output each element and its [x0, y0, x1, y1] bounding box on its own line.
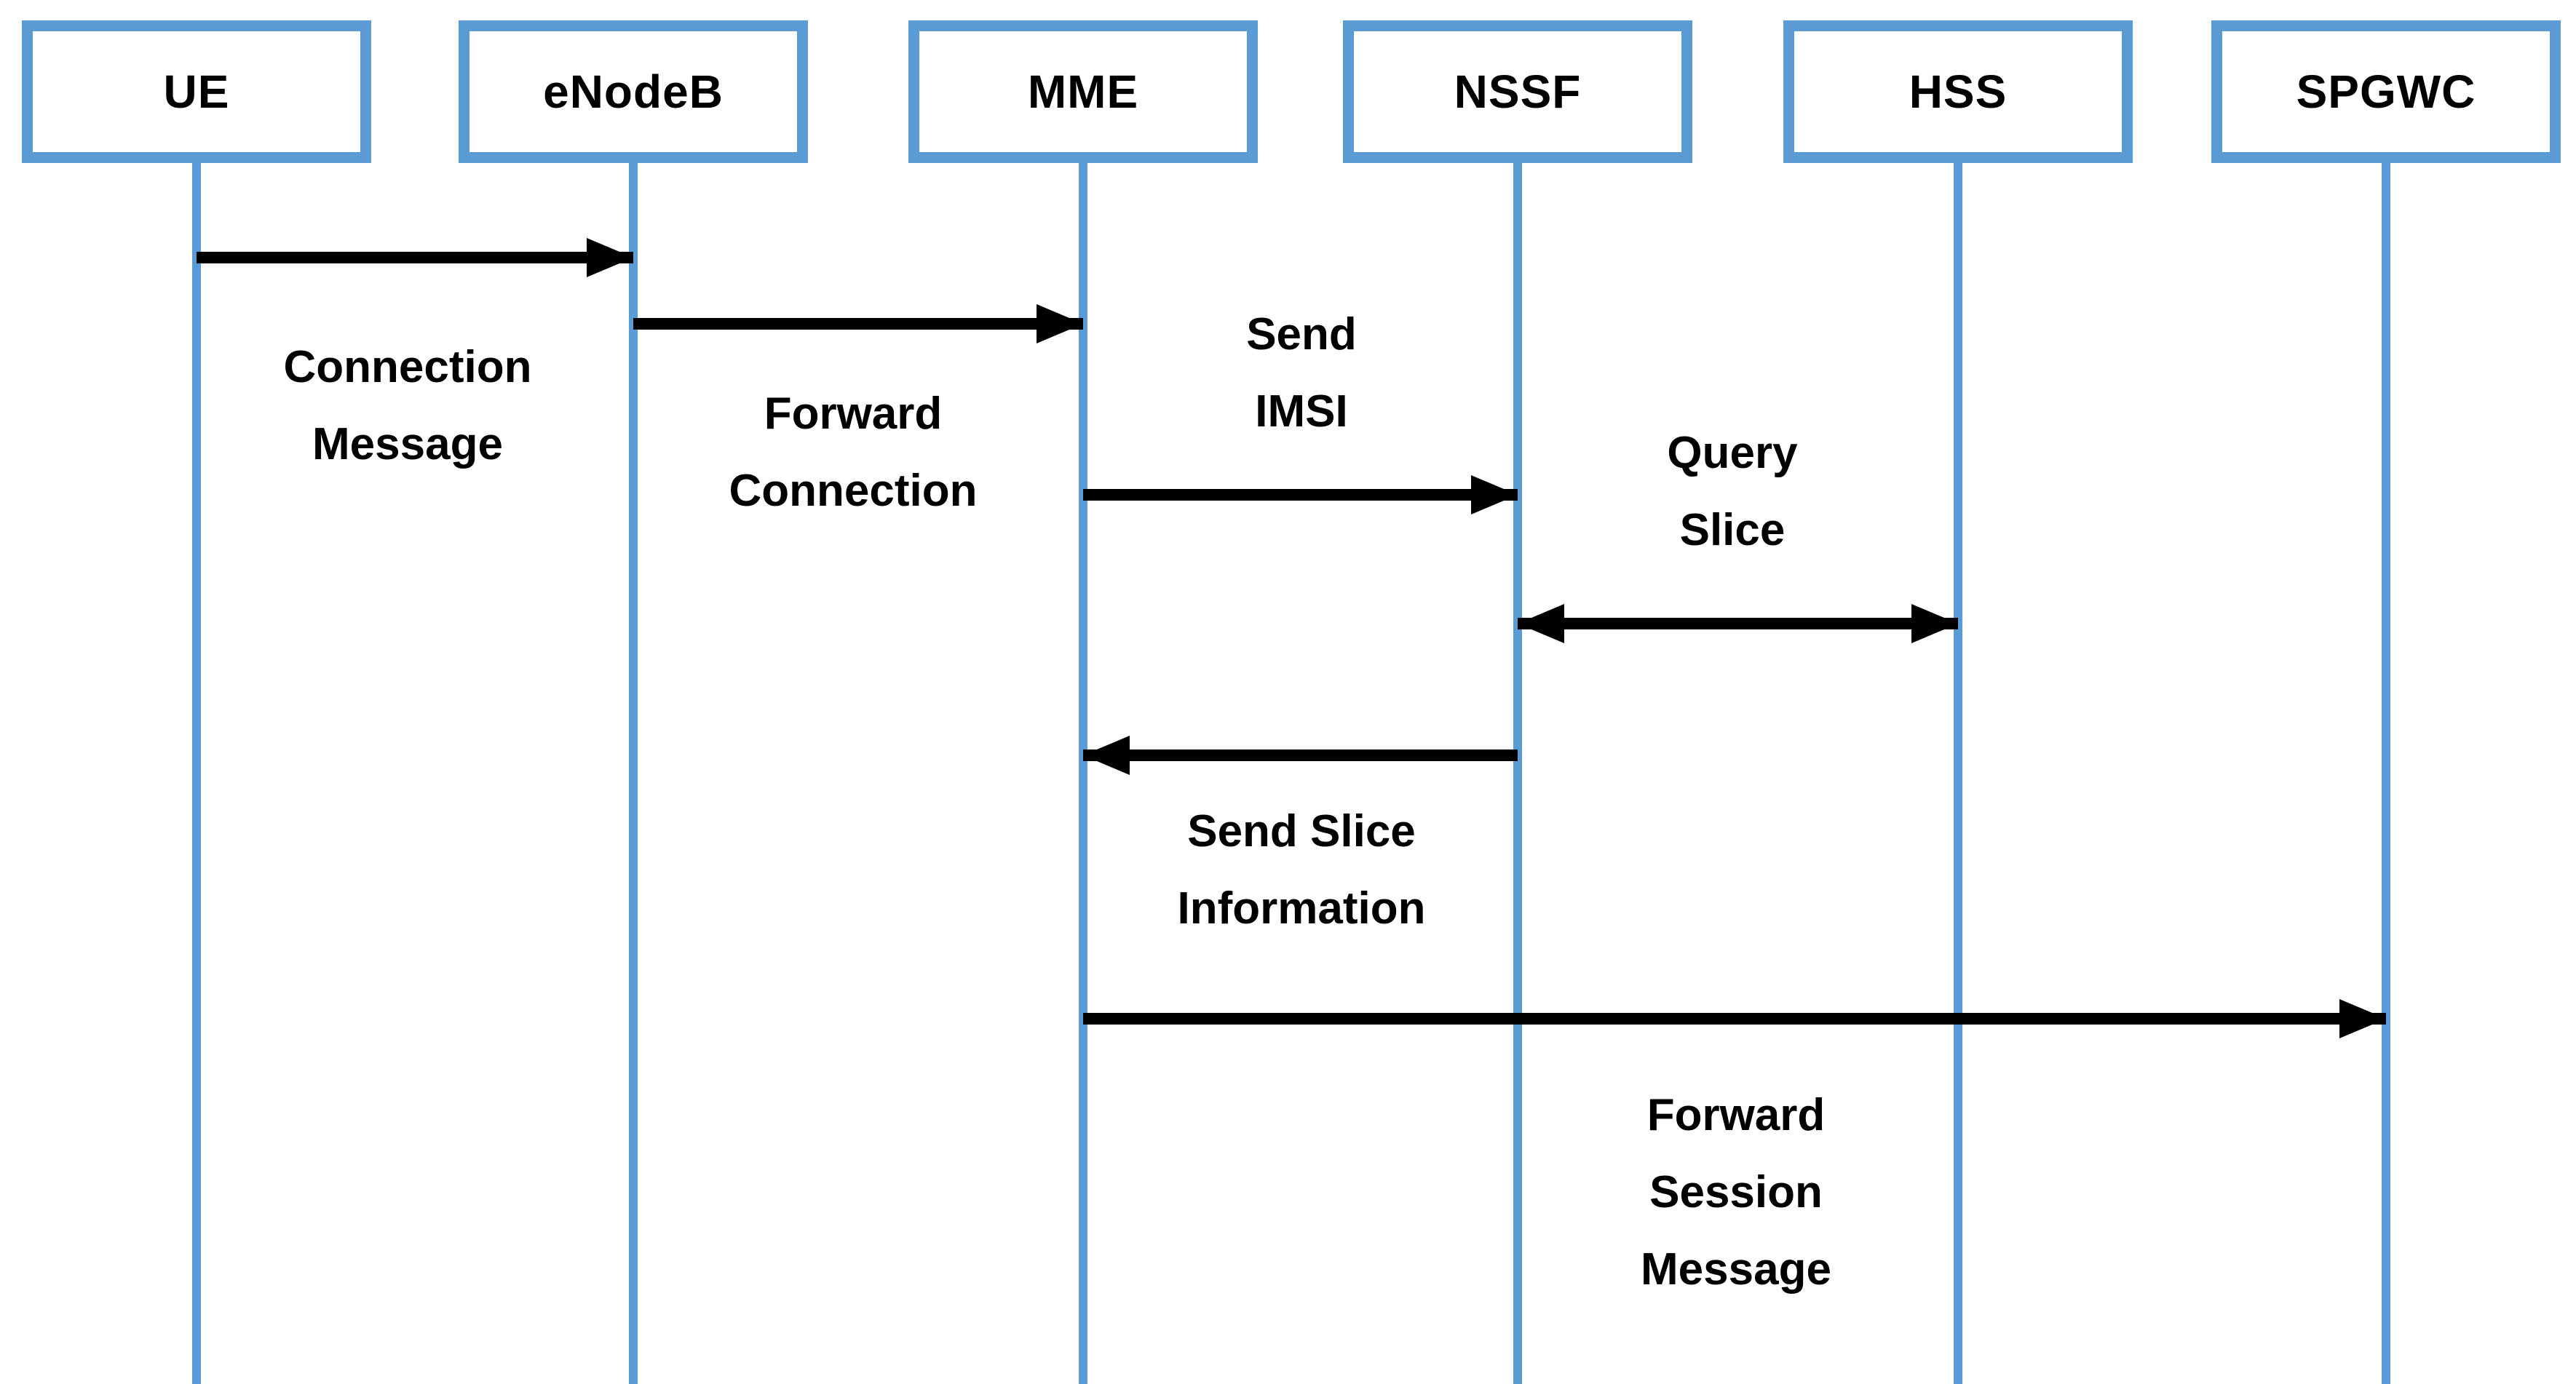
actor-label-hss: HSS — [1909, 65, 2008, 118]
arrowhead-right-icon — [2339, 999, 2386, 1038]
actor-box-spgwc: SPGWC — [2211, 20, 2561, 163]
actor-box-hss: HSS — [1783, 20, 2133, 163]
arrowhead-right-icon — [1911, 604, 1958, 643]
actor-label-ue: UE — [163, 65, 230, 118]
arrowhead-left-icon — [1518, 604, 1564, 643]
message-nssf-to-hss-label: Query Slice — [1667, 428, 1798, 555]
actor-label-enodeb: eNodeB — [543, 65, 724, 118]
actor-box-nssf: NSSF — [1343, 20, 1692, 163]
message-nssf-to-mme-label: Send Slice Information — [1177, 806, 1426, 934]
arrowhead-right-icon — [1471, 475, 1518, 514]
message-mme-to-nssf-label: Send IMSI — [1246, 309, 1357, 437]
message-ue-to-enodeb-label: Connection Message — [283, 342, 532, 469]
actor-box-mme: MME — [908, 20, 1258, 163]
actor-box-enodeb: eNodeB — [459, 20, 808, 163]
lifeline-enodeb — [629, 162, 638, 1384]
lifeline-spgwc — [2382, 162, 2390, 1384]
lifeline-ue — [192, 162, 201, 1384]
message-mme-to-nssf — [1083, 489, 1518, 501]
arrowhead-right-icon — [1037, 304, 1083, 343]
message-mme-to-spgwc — [1083, 1013, 2386, 1025]
actor-label-spgwc: SPGWC — [2296, 65, 2476, 118]
message-nssf-to-hss — [1518, 618, 1958, 629]
actor-label-mme: MME — [1027, 65, 1139, 118]
arrowhead-right-icon — [587, 238, 633, 277]
message-enodeb-to-mme-label: Forward Connection — [729, 389, 978, 516]
message-enodeb-to-mme — [633, 318, 1083, 330]
actor-box-ue: UE — [22, 20, 371, 163]
lifeline-hss — [1954, 162, 1962, 1384]
actor-label-nssf: NSSF — [1454, 65, 1582, 118]
arrowhead-left-icon — [1083, 736, 1130, 775]
message-nssf-to-mme — [1083, 749, 1518, 761]
lifeline-nssf — [1513, 162, 1522, 1384]
message-ue-to-enodeb — [197, 252, 633, 263]
message-mme-to-spgwc-label: Forward Session Message — [1641, 1090, 1831, 1294]
